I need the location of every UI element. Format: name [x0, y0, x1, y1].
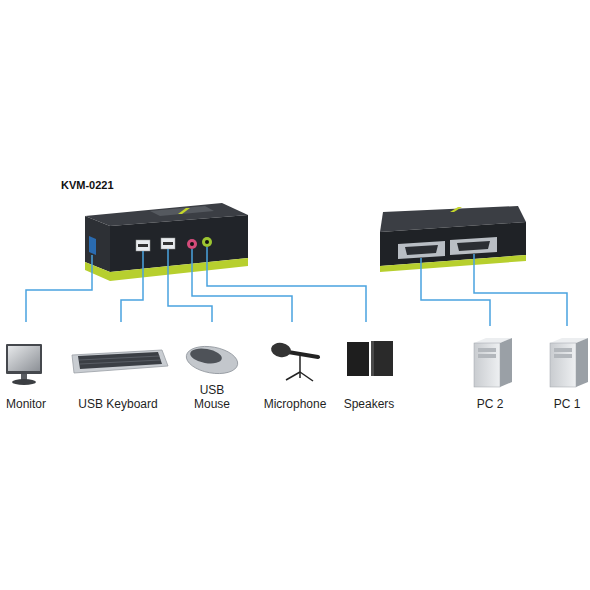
- vga-port: [89, 236, 96, 255]
- device-label: PC 2: [477, 397, 504, 411]
- cable-line: [168, 282, 212, 322]
- drive-bay: [554, 348, 572, 352]
- pc-wire: [421, 258, 490, 326]
- mic-stand: [299, 355, 301, 372]
- mouse-device: USB Mouse: [180, 322, 244, 411]
- mic-handle: [288, 352, 318, 357]
- keyboard-keys: [78, 352, 162, 369]
- monitor-device: Monitor: [0, 322, 52, 411]
- model-heading: KVM-0221: [58, 176, 114, 192]
- key-row: [80, 360, 161, 364]
- tower-side: [500, 338, 512, 387]
- port-stub: [91, 255, 93, 282]
- mic-jack: [187, 239, 197, 249]
- tower-front: [474, 343, 500, 387]
- mic-leg: [299, 372, 301, 378]
- device-label: Speakers: [344, 397, 395, 411]
- speaker-box: [371, 341, 393, 376]
- device-label: PC 1: [554, 397, 581, 411]
- vga-socket: [405, 245, 438, 255]
- back-logo: [450, 207, 462, 212]
- vga-socket: [457, 241, 490, 251]
- monitor-foot: [12, 379, 36, 385]
- cable-line: [192, 282, 292, 322]
- mic-leg: [300, 372, 313, 381]
- pc-device: PC 2: [468, 322, 512, 411]
- device-label: USB Mouse: [180, 383, 244, 411]
- kvm-green-base: [85, 258, 248, 281]
- port-stub: [167, 249, 169, 282]
- microphone-device: Microphone: [257, 322, 333, 411]
- jack-hole: [190, 242, 194, 246]
- drive-bay: [554, 354, 572, 358]
- vga-connector: [450, 237, 497, 255]
- usb-tongue: [163, 242, 173, 245]
- device-label: Microphone: [264, 397, 327, 411]
- port-stub: [206, 247, 208, 282]
- mouse-body: [184, 343, 240, 378]
- cable-line: [207, 282, 366, 322]
- keyboard-body: [72, 350, 168, 373]
- cable-line: [121, 282, 143, 322]
- key-row: [79, 356, 160, 360]
- cable-line: [26, 282, 92, 322]
- mouse-top: [189, 346, 223, 365]
- usb-port: [161, 238, 175, 249]
- jack-hole: [205, 240, 209, 244]
- monitor-bezel: [6, 344, 42, 374]
- port-stub: [191, 249, 193, 282]
- speaker-edge: [371, 341, 374, 376]
- usb-port: [136, 240, 150, 251]
- device-label: Monitor: [6, 397, 46, 411]
- device-label: USB Keyboard: [78, 397, 157, 411]
- speakers-device: Speakers: [337, 322, 401, 411]
- tower-front: [550, 343, 576, 387]
- mic-leg: [286, 372, 300, 380]
- kvm-switch: KVM-0221: [58, 176, 250, 282]
- kvm-slot: [150, 206, 214, 216]
- speaker-box: [347, 342, 369, 376]
- speaker-jack: [202, 237, 212, 247]
- keyboard-device: USB Keyboard: [68, 322, 168, 411]
- drive-bay: [478, 354, 496, 358]
- kvm-logo: [178, 208, 190, 214]
- port-stub: [142, 251, 144, 282]
- tower-side: [576, 338, 588, 387]
- vga-connector: [398, 241, 445, 259]
- mic-head: [270, 341, 292, 358]
- usb-tongue: [138, 244, 148, 247]
- pc-wire: [474, 254, 567, 326]
- pc-device: PC 1: [545, 322, 589, 411]
- monitor-screen: [8, 346, 40, 371]
- drive-bay: [478, 348, 496, 352]
